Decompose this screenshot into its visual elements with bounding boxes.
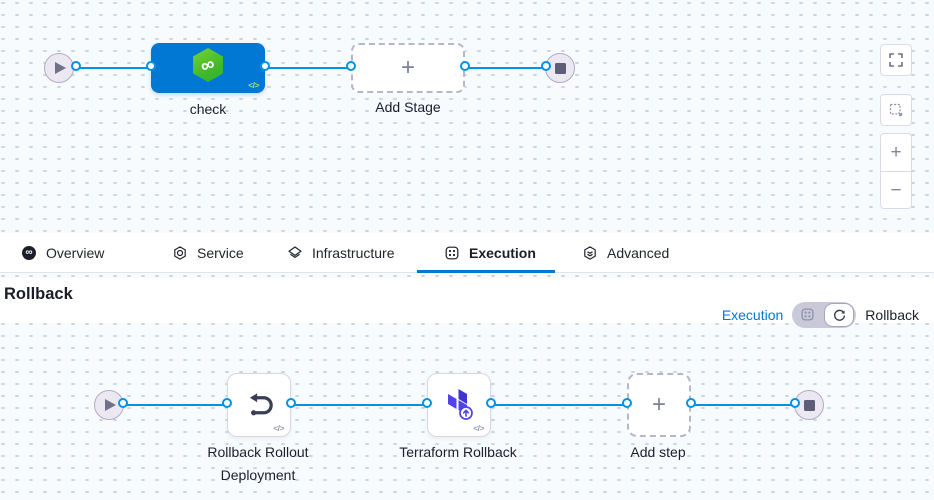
stop-icon xyxy=(803,399,815,411)
rollback-header: Rollback Execution Rollback xyxy=(0,278,934,328)
fullscreen-button[interactable] xyxy=(880,44,912,76)
edge-start-to-step1 xyxy=(123,404,229,406)
add-stage-node[interactable]: + xyxy=(351,43,465,93)
port[interactable] xyxy=(686,398,696,408)
play-icon xyxy=(55,62,66,74)
port[interactable] xyxy=(486,398,496,408)
mode-switch: Execution Rollback xyxy=(722,302,919,328)
stage-config-tabbar: ∞ Overview Service Infrastructure xyxy=(0,233,934,273)
edge-step2-to-addstep xyxy=(491,404,629,406)
execution-rollback-canvas[interactable]: Rollback Execution Rollback xyxy=(0,273,934,500)
port[interactable] xyxy=(146,61,156,71)
service-icon xyxy=(174,246,186,260)
port[interactable] xyxy=(260,61,270,71)
code-icon[interactable]: </> xyxy=(248,80,259,90)
infrastructure-icon xyxy=(288,246,302,258)
port[interactable] xyxy=(790,398,800,408)
tab-label: Overview xyxy=(46,245,105,261)
step-label: Terraform Rollback xyxy=(399,444,517,460)
rollback-retry-icon xyxy=(833,309,845,321)
code-icon[interactable]: </> xyxy=(273,423,284,433)
port[interactable] xyxy=(622,398,632,408)
execution-icon xyxy=(801,308,814,321)
tab-advanced[interactable]: Advanced xyxy=(583,233,669,273)
active-tab-underline xyxy=(417,270,555,273)
stage-canvas[interactable]: ∞ </> check + Add Stage + − xyxy=(0,0,934,233)
execution-mode-link[interactable]: Execution xyxy=(721,307,784,323)
stage-label: check xyxy=(189,101,227,117)
port[interactable] xyxy=(422,398,432,408)
add-step-node[interactable]: + xyxy=(627,373,691,437)
plus-icon: + xyxy=(400,54,415,81)
step-node-rollback-rollout[interactable]: </> xyxy=(227,373,291,437)
overview-harness-icon: ∞ xyxy=(22,246,36,260)
section-title: Rollback xyxy=(4,285,73,303)
zoom-out-button[interactable]: − xyxy=(890,180,902,201)
execution-icon xyxy=(445,246,459,260)
tab-label: Advanced xyxy=(607,245,670,261)
edge-addstage-to-end xyxy=(465,67,548,69)
tab-label: Service xyxy=(197,245,244,261)
tab-service[interactable]: Service xyxy=(173,233,244,273)
zoom-control-group: + − xyxy=(880,133,912,209)
add-step-label: Add step xyxy=(630,444,686,460)
plus-icon: + xyxy=(651,391,666,418)
port[interactable] xyxy=(346,61,356,71)
tab-execution[interactable]: Execution xyxy=(445,233,536,273)
marquee-select-icon xyxy=(889,103,903,117)
tab-infrastructure[interactable]: Infrastructure xyxy=(288,233,394,273)
advanced-icon xyxy=(584,246,596,260)
stage-node-check[interactable]: ∞ </> xyxy=(151,43,265,93)
edge-addstep-to-end xyxy=(691,404,797,406)
port[interactable] xyxy=(286,398,296,408)
tab-label: Infrastructure xyxy=(312,245,395,261)
fullscreen-icon xyxy=(889,53,903,67)
rollback-rollout-icon xyxy=(249,393,273,416)
edge-stage-to-addstage xyxy=(265,67,353,69)
pipeline-start-node[interactable] xyxy=(44,53,74,83)
port[interactable] xyxy=(71,61,81,71)
code-icon[interactable]: </> xyxy=(473,423,484,433)
port[interactable] xyxy=(222,398,232,408)
execution-rollback-toggle[interactable] xyxy=(792,302,857,328)
terraform-icon xyxy=(448,389,473,420)
port[interactable] xyxy=(541,61,551,71)
zoom-in-button[interactable]: + xyxy=(881,134,911,172)
rollback-mode-label: Rollback xyxy=(865,307,919,323)
stop-icon xyxy=(554,62,566,74)
harness-cd-icon: ∞ xyxy=(193,48,223,82)
port[interactable] xyxy=(460,61,470,71)
step-node-terraform-rollback[interactable]: </> xyxy=(427,373,491,437)
toggle-knob[interactable] xyxy=(824,303,855,327)
port[interactable] xyxy=(118,398,128,408)
step-label: Rollback Rollout Deployment xyxy=(207,444,309,483)
edge-step1-to-step2 xyxy=(291,404,429,406)
play-icon xyxy=(105,399,116,411)
tab-overview[interactable]: ∞ Overview xyxy=(22,233,104,273)
tab-label: Execution xyxy=(469,245,536,261)
marquee-select-button[interactable] xyxy=(880,94,912,126)
add-stage-label: Add Stage xyxy=(375,99,441,115)
edge-start-to-stage xyxy=(76,67,153,69)
